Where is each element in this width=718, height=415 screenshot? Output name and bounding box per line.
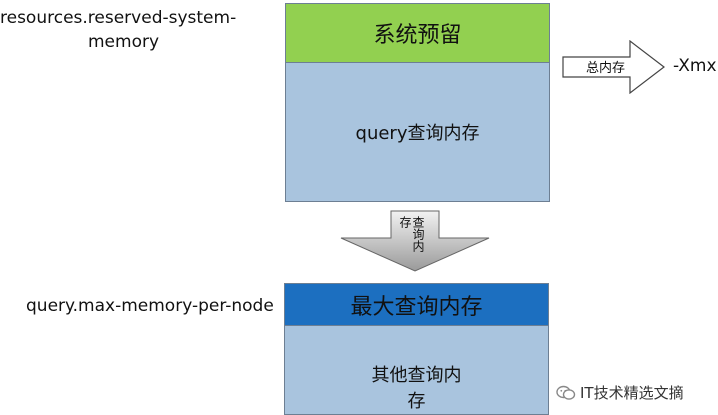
total-memory-arrow — [562, 40, 665, 94]
max-query-memory-box: 最大查询内存 — [284, 283, 549, 326]
reserved-label-line1: resources.reserved-system- — [0, 8, 237, 28]
watermark-text: IT技术精选文摘 — [580, 384, 684, 402]
system-reserved-box: 系统预留 — [285, 3, 550, 63]
other-query-text-line1: 其他查询内 — [371, 365, 462, 386]
other-query-memory-box: 其他查询内 存 — [284, 325, 549, 415]
query-memory-text: query查询内存 — [355, 123, 480, 144]
max-memory-per-node-label: query.max-memory-per-node — [26, 296, 274, 316]
query-memory-down-text: 查询内存 — [398, 216, 425, 252]
other-query-text-line2: 存 — [407, 391, 426, 412]
system-reserved-text: 系统预留 — [373, 23, 462, 48]
wechat-icon — [556, 385, 576, 400]
max-query-memory-text: 最大查询内存 — [350, 294, 483, 320]
xmx-label: -Xmx — [673, 56, 717, 76]
watermark: IT技术精选文摘 — [556, 382, 684, 403]
reserved-label-line2: memory — [88, 32, 160, 52]
query-memory-box: query查询内存 — [285, 62, 550, 202]
total-memory-arrow-text: 总内存 — [586, 61, 626, 76]
query-memory-down-arrow — [340, 210, 490, 272]
reserved-system-memory-label: resources.reserved-system- memory — [0, 6, 260, 54]
